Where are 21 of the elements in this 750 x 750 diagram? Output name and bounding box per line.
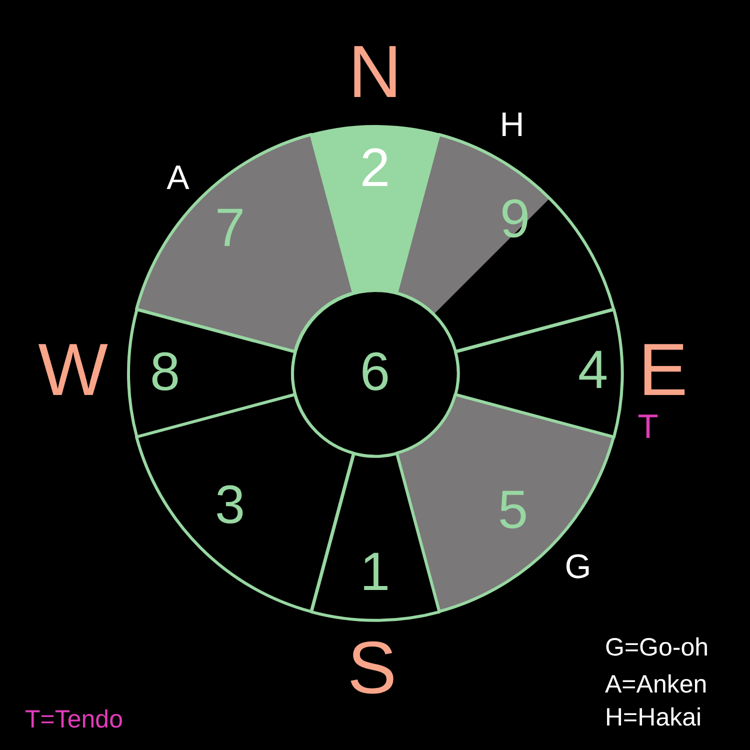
compass-direction-letter: W <box>38 333 108 407</box>
compass-direction-letter: N <box>348 35 402 109</box>
sector-marker-letter: G <box>564 550 592 584</box>
key-entry: H=Hakai <box>605 706 702 730</box>
sector-number: 6 <box>360 345 390 399</box>
key-entry: T=Tendo <box>25 708 123 732</box>
sector-number: 4 <box>578 342 608 397</box>
compass-direction-letter: S <box>347 631 397 705</box>
sector-marker-letter: H <box>500 108 524 142</box>
sector-number: 2 <box>360 141 390 195</box>
sector-marker-letter: A <box>166 161 190 195</box>
sector-marker-letter: T <box>638 410 658 444</box>
sector-number: 1 <box>360 544 390 599</box>
sector-number: 9 <box>500 192 530 246</box>
key-entry: A=Anken <box>605 672 708 698</box>
sector-number: 3 <box>214 478 245 532</box>
sector-number: 8 <box>150 344 180 399</box>
sector-number: 5 <box>498 482 528 537</box>
key-entry: G=Go-oh <box>605 636 709 660</box>
sector-number: 7 <box>214 200 245 255</box>
compass-direction-letter: E <box>638 333 688 407</box>
